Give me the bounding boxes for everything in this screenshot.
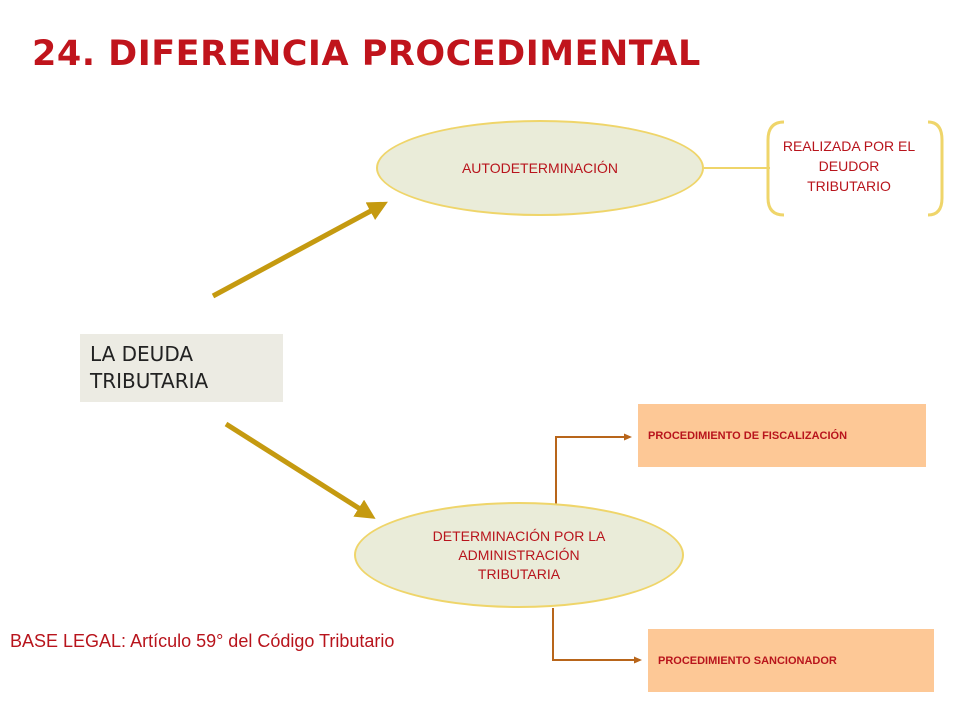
autodeterminacion-node: AUTODETERMINACIÓN — [376, 120, 704, 216]
autodeterminacion-label: AUTODETERMINACIÓN — [461, 159, 619, 176]
realizada-label: REALIZADA POR EL DEUDOR TRIBUTARIO — [782, 138, 916, 194]
procedimiento-fiscalizacion-label: PROCEDIMIENTO DE FISCALIZACIÓN — [648, 429, 848, 442]
determinacion-admin-node: DETERMINACIÓN POR LA ADMINISTRACIÓN TRIB… — [354, 502, 684, 608]
arrow-to-determinacion-admin — [224, 421, 376, 519]
procedimiento-sancionador-box: PROCEDIMIENTO SANCIONADOR — [648, 629, 934, 692]
arrow-to-autodeterminacion — [211, 201, 388, 299]
left-bracket — [766, 120, 785, 217]
deuda-tributaria-box: LA DEUDA TRIBUTARIA — [80, 334, 283, 402]
procedimiento-fiscalizacion-box: PROCEDIMIENTO DE FISCALIZACIÓN — [638, 404, 926, 467]
base-legal-text: BASE LEGAL: Artículo 59° del Código Trib… — [10, 631, 395, 651]
right-bracket — [927, 120, 944, 217]
connector-to-sancionador — [552, 608, 642, 664]
determinacion-admin-label: DETERMINACIÓN POR LA ADMINISTRACIÓN TRIB… — [432, 527, 606, 582]
procedimiento-sancionador-label: PROCEDIMIENTO SANCIONADOR — [658, 654, 837, 667]
connector-to-fiscalizacion — [555, 433, 632, 512]
page-title: 24. DIFERENCIA PROCEDIMENTAL — [32, 34, 701, 74]
